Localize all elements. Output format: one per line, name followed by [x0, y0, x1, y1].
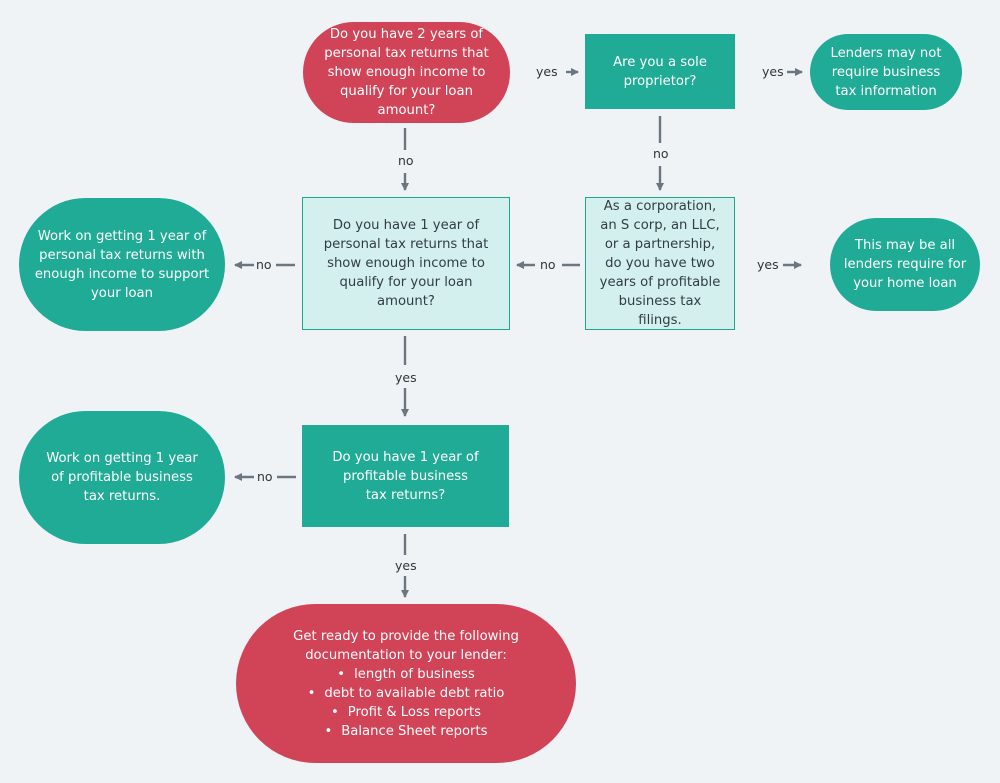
checklist-intro: Get ready to provide the following docum…	[293, 628, 519, 663]
checklist-item: length of business	[308, 665, 505, 684]
node-two-years-personal-question: Do you have 2 years of personal tax retu…	[303, 22, 510, 123]
node-text: Are you a sole proprietor?	[613, 54, 707, 89]
edge-label-q1-no: no	[398, 153, 414, 168]
checklist-item: Profit & Loss reports	[308, 703, 505, 722]
edge-label-q1-yes: yes	[536, 64, 558, 79]
edge-label-q2-no: no	[256, 257, 272, 272]
node-documentation-checklist: Get ready to provide the following docum…	[236, 604, 576, 763]
node-one-year-personal-question: Do you have 1 year of personal tax retur…	[302, 197, 510, 330]
checklist-item: Balance Sheet reports	[308, 722, 505, 741]
node-text: Lenders may not require business tax inf…	[830, 45, 942, 99]
node-text: Do you have 1 year of personal tax retur…	[323, 218, 489, 309]
checklist: length of business debt to available deb…	[308, 665, 505, 741]
node-text: As a corporation, an S corp, an LLC, or …	[599, 199, 721, 328]
checklist-item: debt to available debt ratio	[308, 684, 504, 703]
node-text: Do you have 1 year of profitable busines…	[332, 449, 479, 503]
edge-label-sole-no: no	[653, 146, 669, 161]
node-sole-proprietor-question: Are you a sole proprietor?	[585, 34, 735, 109]
node-text: Do you have 2 years of personal tax retu…	[324, 27, 489, 118]
node-all-lenders-require: This may be all lenders require for your…	[830, 218, 980, 311]
edge-label-corp-no: no	[540, 257, 556, 272]
node-text: Work on getting 1 year of personal tax r…	[34, 228, 210, 301]
node-work-on-personal-returns: Work on getting 1 year of personal tax r…	[19, 198, 225, 331]
edge-label-q3-no: no	[257, 469, 273, 484]
edge-label-q3-yes: yes	[395, 558, 417, 573]
node-text: This may be all lenders require for your…	[843, 238, 967, 291]
node-work-on-business-returns: Work on getting 1 year of profitable bus…	[19, 411, 225, 544]
node-one-year-business-question: Do you have 1 year of profitable busines…	[302, 425, 509, 527]
node-lenders-may-not-require: Lenders may not require business tax inf…	[810, 34, 962, 110]
edge-label-q2-yes: yes	[395, 370, 417, 385]
edge-label-sole-yes: yes	[762, 64, 784, 79]
node-text: Work on getting 1 year of profitable bus…	[46, 451, 198, 504]
edge-label-corp-yes: yes	[757, 257, 779, 272]
node-corporation-question: As a corporation, an S corp, an LLC, or …	[585, 197, 735, 330]
